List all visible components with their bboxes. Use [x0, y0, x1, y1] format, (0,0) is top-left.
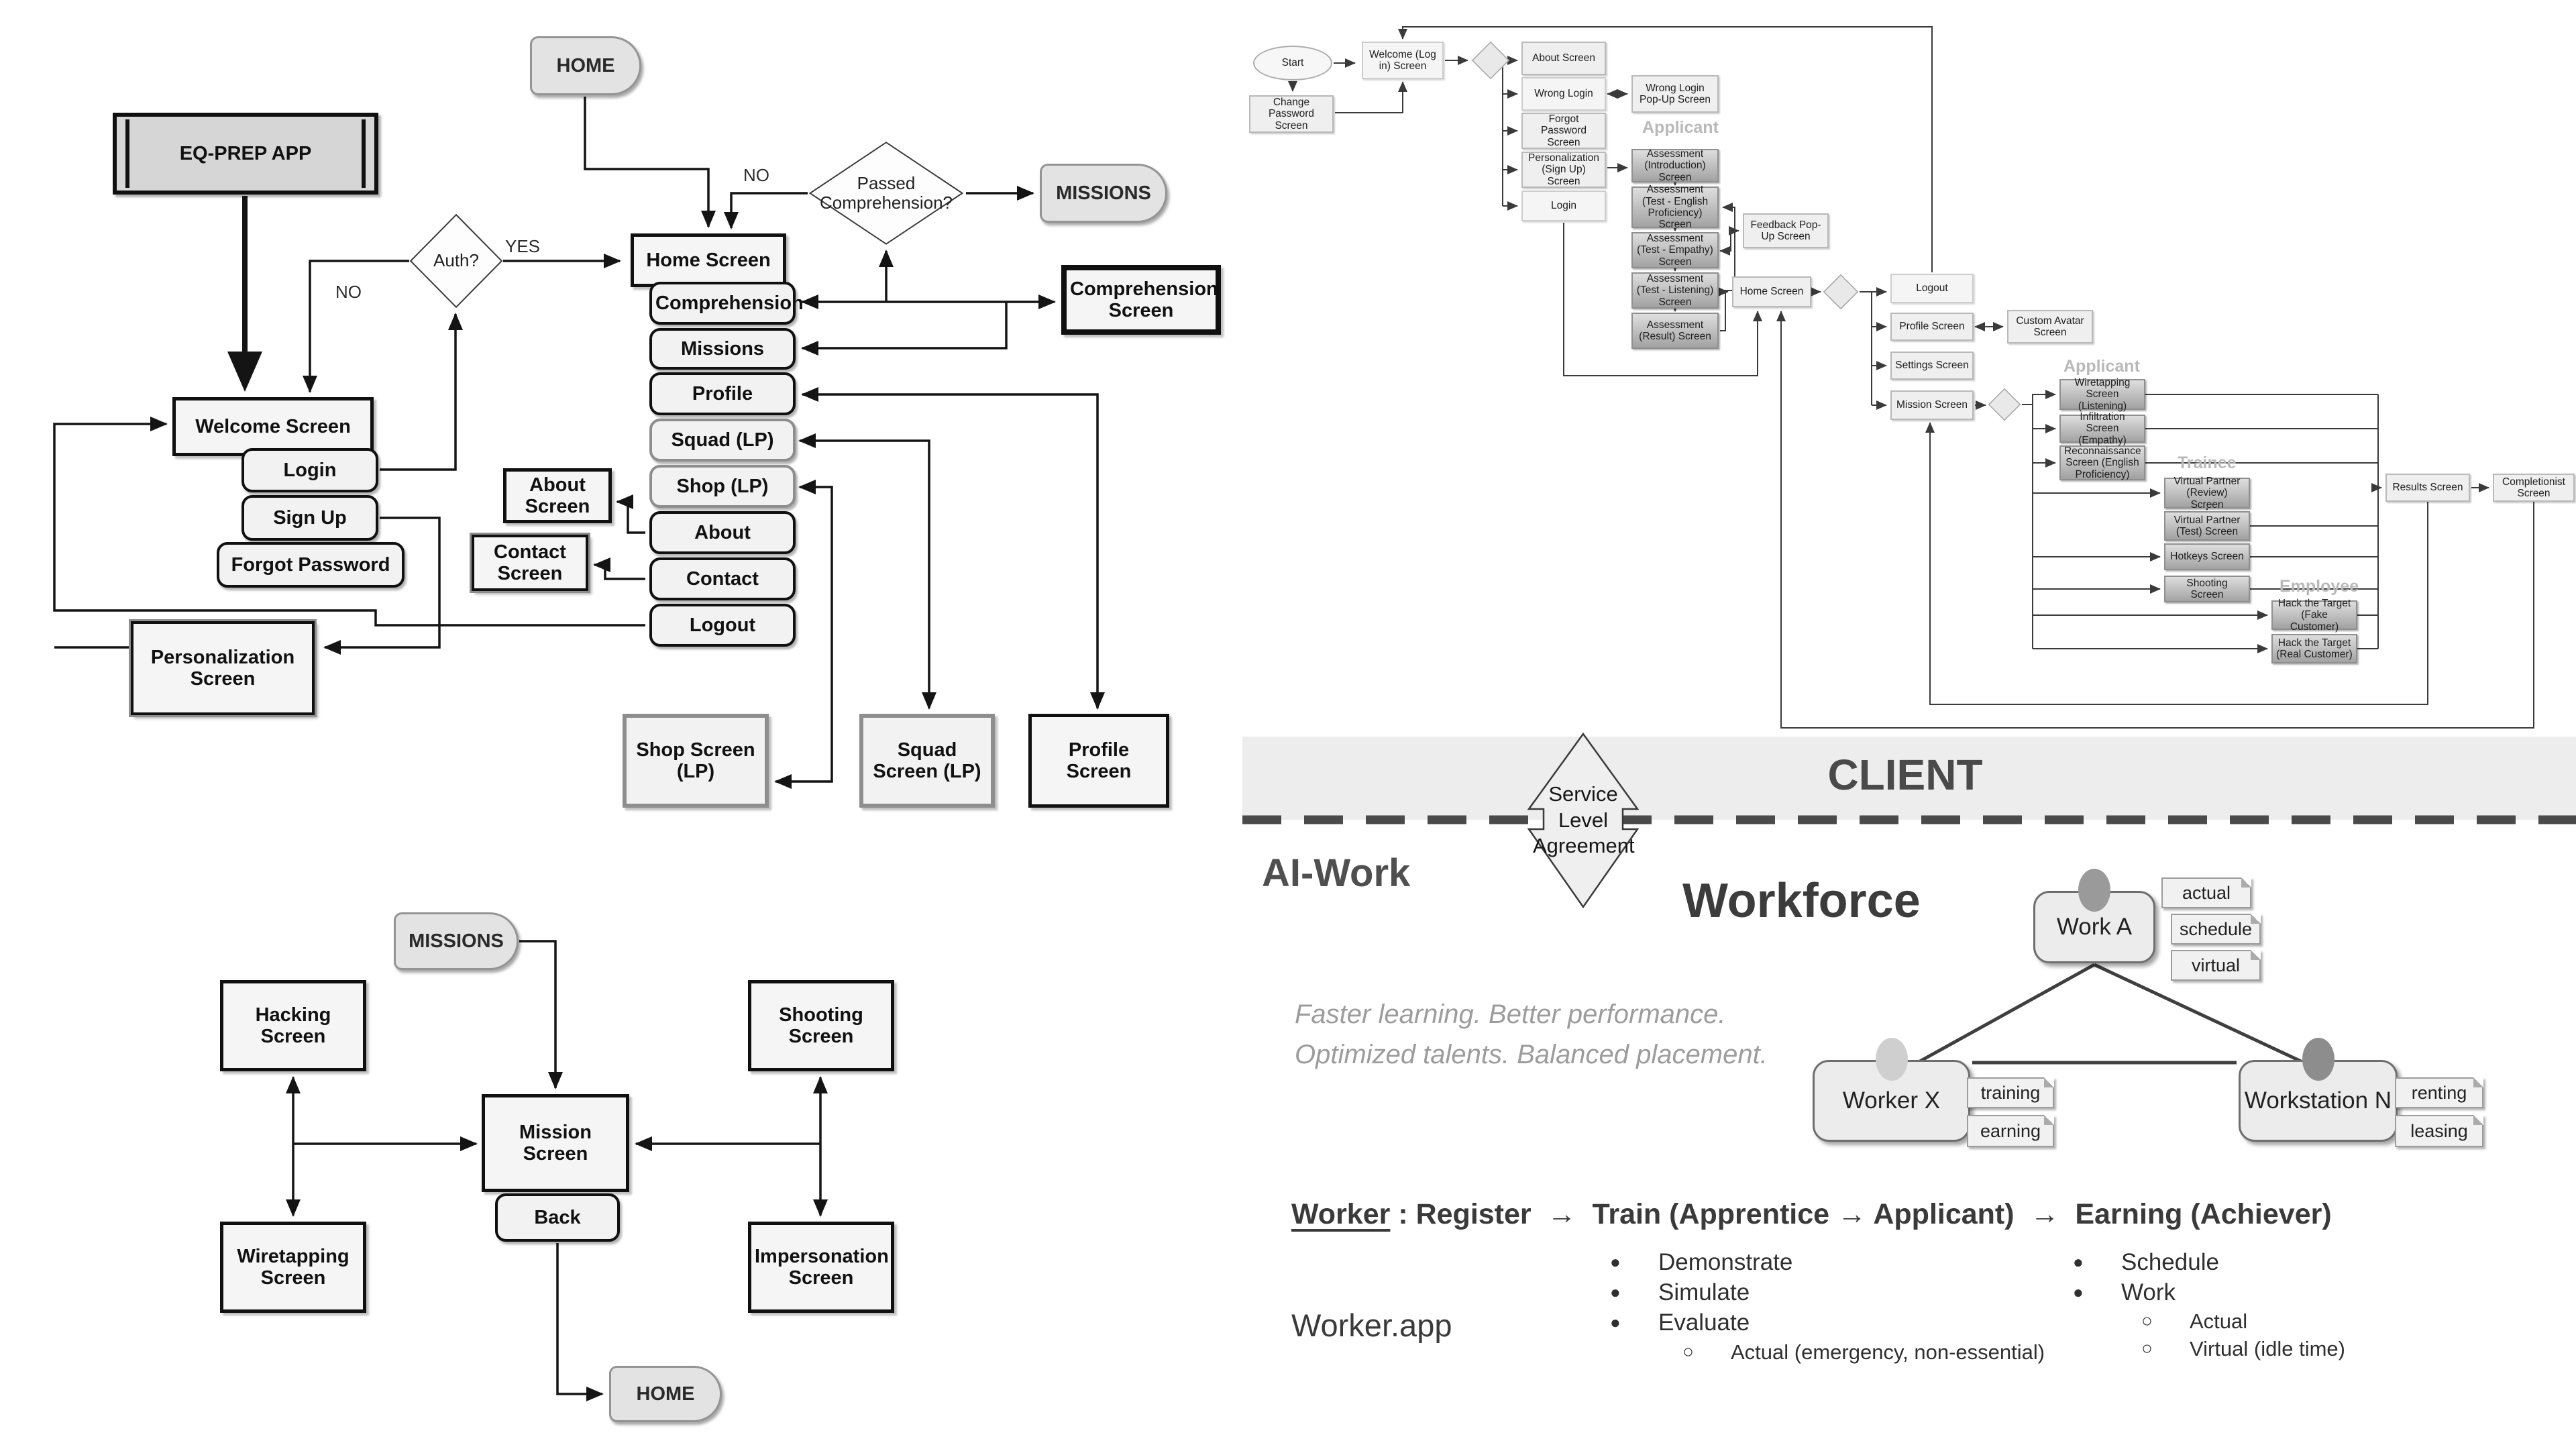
bullet-item: Work [2073, 1279, 2219, 1309]
tagline-1: Faster learning. Better performance. [1295, 1000, 1726, 1029]
bullet-item: Actual [2141, 1309, 2345, 1337]
tagline-2: Optimized talents. Balanced placement. [1295, 1040, 1768, 1069]
register-bullet-list: DemonstrateSimulateEvaluate [1610, 1249, 1792, 1340]
earning-bullet-list: ScheduleWork [2073, 1249, 2219, 1309]
worker-lifecycle-rest: : Register → Train (Apprentice → Applica… [1390, 1198, 2332, 1230]
client-band [1242, 737, 2576, 820]
client-heading: CLIENT [1827, 751, 1983, 799]
bullet-item: Actual (emergency, non-essential) [1682, 1340, 2045, 1368]
service-level-agreement-shape: Service Level Agreement [1524, 731, 1642, 910]
bullet-item: Simulate [1610, 1279, 1792, 1309]
workforce-heading: Workforce [1682, 874, 1921, 928]
worker-lifecycle-heading: Worker : Register → Train (Apprentice → … [1291, 1198, 2332, 1231]
bullet-item: Schedule [2073, 1249, 2219, 1279]
worker-word: Worker [1291, 1198, 1391, 1230]
register-sub-bullet-list: Actual (emergency, non-essential) [1682, 1340, 2045, 1368]
ai-work-heading: AI-Work [1262, 851, 1411, 895]
earning-sub-bullet-list: ActualVirtual (idle time) [2141, 1309, 2345, 1364]
sla-label: Service Level Agreement [1533, 782, 1635, 858]
worker-app-label: Worker.app [1291, 1307, 1452, 1343]
bullet-item: Demonstrate [1610, 1249, 1792, 1279]
bullet-item: Evaluate [1610, 1309, 1792, 1340]
bullet-item: Virtual (idle time) [2141, 1337, 2345, 1364]
